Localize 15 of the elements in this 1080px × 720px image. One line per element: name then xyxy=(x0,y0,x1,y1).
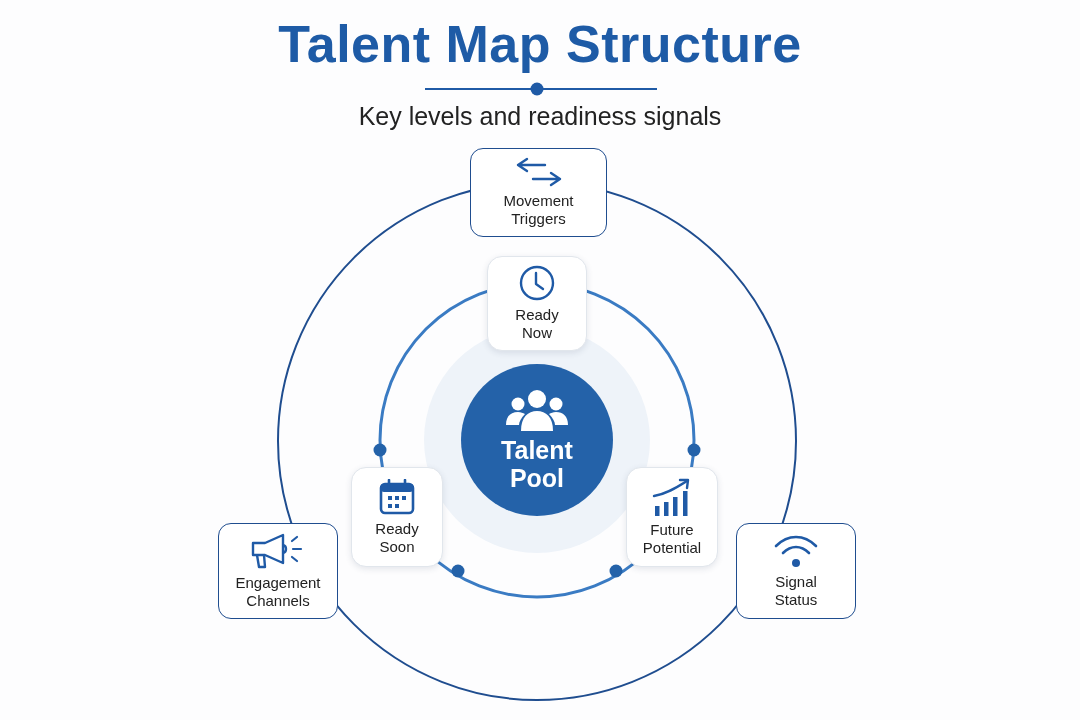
title: Talent Map Structure xyxy=(278,14,802,74)
center-label: Talent Pool xyxy=(500,435,574,492)
level-card xyxy=(487,256,587,351)
node-label: Engagement Channels xyxy=(234,573,322,610)
node-label: Ready Now xyxy=(514,306,560,342)
subtitle: Key levels and readiness signals xyxy=(358,102,722,131)
node-box xyxy=(218,523,338,619)
level-card xyxy=(626,467,718,567)
level-card xyxy=(351,467,443,567)
node-box xyxy=(470,148,607,237)
node-label: Signal Status xyxy=(773,572,819,609)
node-label: Ready Soon xyxy=(374,519,420,556)
node-box xyxy=(736,523,856,619)
node-label: Future Potential xyxy=(641,520,703,557)
node-label: Movement Triggers xyxy=(502,192,575,228)
